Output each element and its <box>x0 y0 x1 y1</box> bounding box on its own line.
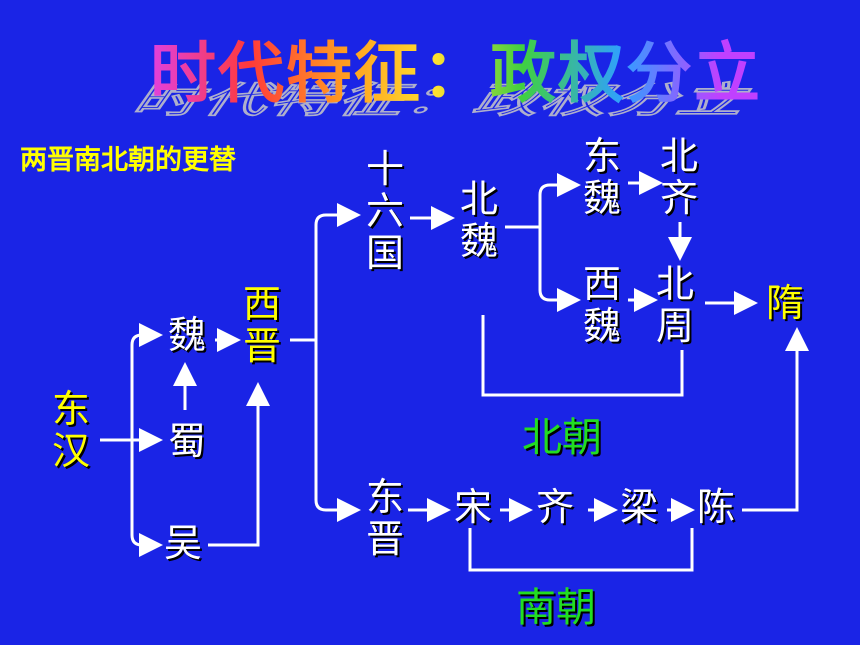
arrow-donghan-wu <box>130 440 163 557</box>
node-shu: 蜀 <box>168 419 207 463</box>
arrow-beiwei-dongwei <box>538 173 581 227</box>
node-wu: 吴 <box>164 521 203 565</box>
arrow-xijin-dongjin <box>314 340 361 522</box>
node-wei: 魏 <box>168 313 207 357</box>
node-shiliuguo: 十 六 国 <box>366 147 405 275</box>
label-beichao: 北朝 <box>522 415 602 461</box>
arrow-donghan-wei <box>130 323 163 440</box>
arrow-beiwei-xiwei <box>538 227 581 312</box>
node-xiwei: 西 魏 <box>583 262 622 348</box>
arrow-wu-xijin <box>208 382 270 547</box>
node-dongwei: 东 魏 <box>583 134 622 220</box>
node-xijin: 西 晋 <box>243 282 282 368</box>
node-sui: 隋 <box>766 281 805 325</box>
bracket-beichao <box>481 315 684 397</box>
node-beiqi: 北 齐 <box>660 134 699 220</box>
page-title: 时代特征：政权分立 <box>150 20 770 112</box>
node-donghan: 东 汉 <box>52 387 91 473</box>
node-qi: 齐 <box>536 485 575 529</box>
node-dongjin: 东 晋 <box>366 475 405 561</box>
label-nanchao: 南朝 <box>516 585 596 631</box>
node-chen: 陈 <box>697 485 736 529</box>
node-song: 宋 <box>454 485 493 529</box>
node-liang: 梁 <box>620 485 659 529</box>
bracket-nanchao <box>468 528 694 572</box>
subtitle: 两晋南北朝的更替 <box>20 145 236 176</box>
node-beizhou: 北 周 <box>656 262 695 348</box>
node-beiwei: 北 魏 <box>460 177 499 263</box>
arrow-xijin-shiliuguo <box>314 203 361 340</box>
arrow-chen-sui <box>742 327 809 512</box>
